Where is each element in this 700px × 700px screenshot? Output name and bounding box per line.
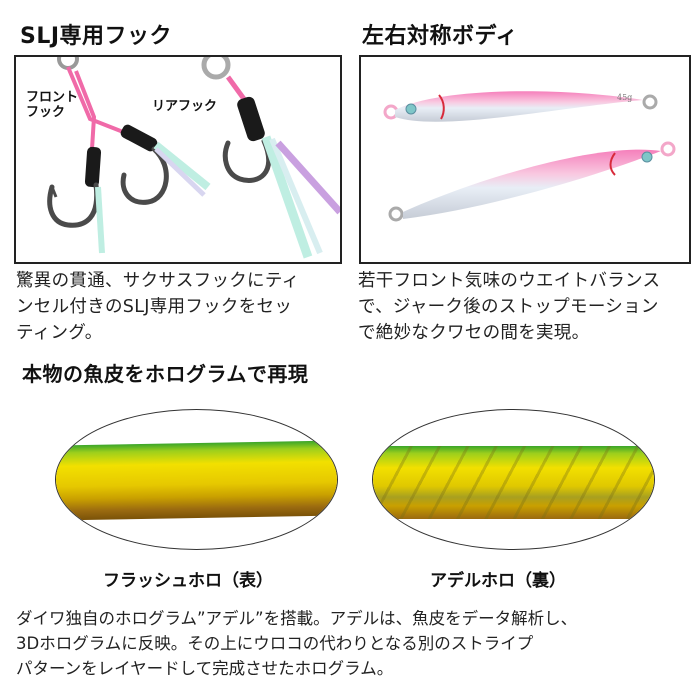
hologram-description-line: 3Dホログラムに反映。その上にウロコの代わりとなる別のストライプ — [16, 634, 534, 653]
front-hook-label-line2: フック — [26, 105, 66, 120]
weight-mark: 45g — [617, 93, 632, 102]
hook-description-line: 驚異の貫通、サクサスフックにティ — [16, 271, 300, 291]
body-description: 若干フロント気味のウエイトバランス で、ジャーク後のストップモーション で絶妙な… — [358, 268, 698, 346]
hologram-description-line: ダイワ独自のホログラム”アデル”を搭載。アデルは、魚皮をデータ解析し、 — [16, 609, 578, 628]
adel-holo-caption: アデルホロ（裏） — [430, 571, 566, 591]
flash-holo-swatch — [56, 440, 337, 521]
body-description-line: 若干フロント気味のウエイトバランス — [358, 271, 661, 291]
hologram-section-title: 本物の魚皮をホログラムで再現 — [22, 362, 309, 386]
hook-image-panel: フロント フック リアフック — [14, 55, 342, 264]
rear-hook-label: リアフック — [152, 99, 218, 114]
metal-jig-illustration: 45g — [383, 91, 676, 222]
body-section-title: 左右対称ボディ — [362, 24, 518, 49]
hook-description-line: ティング。 — [16, 323, 103, 343]
hook-description-line: ンセル付きのSLJ専用フックをセッ — [16, 297, 293, 317]
assist-hooks-illustration — [47, 57, 340, 259]
hook-description: 驚異の貫通、サクサスフックにティ ンセル付きのSLJ専用フックをセッ ティング。 — [16, 268, 346, 346]
hologram-description: ダイワ独自のホログラム”アデル”を搭載。アデルは、魚皮をデータ解析し、 3Dホロ… — [16, 606, 696, 681]
front-hook-label-line1: フロント — [26, 90, 79, 105]
adel-holo-swatch — [373, 446, 654, 519]
flash-holo-caption: フラッシュホロ（表） — [103, 571, 273, 591]
body-description-line: で、ジャーク後のストップモーション — [358, 297, 659, 317]
flash-holo-closeup — [55, 409, 338, 550]
front-hook-label: フロント フック — [26, 90, 78, 120]
adel-holo-closeup — [372, 409, 655, 550]
hook-section-title: SLJ専用フック — [20, 24, 173, 49]
hologram-description-line: パターンをレイヤードして完成させたホログラム。 — [16, 659, 394, 678]
body-description-line: で絶妙なクワセの間を実現。 — [358, 323, 590, 343]
body-image-panel: 45g — [359, 55, 691, 264]
